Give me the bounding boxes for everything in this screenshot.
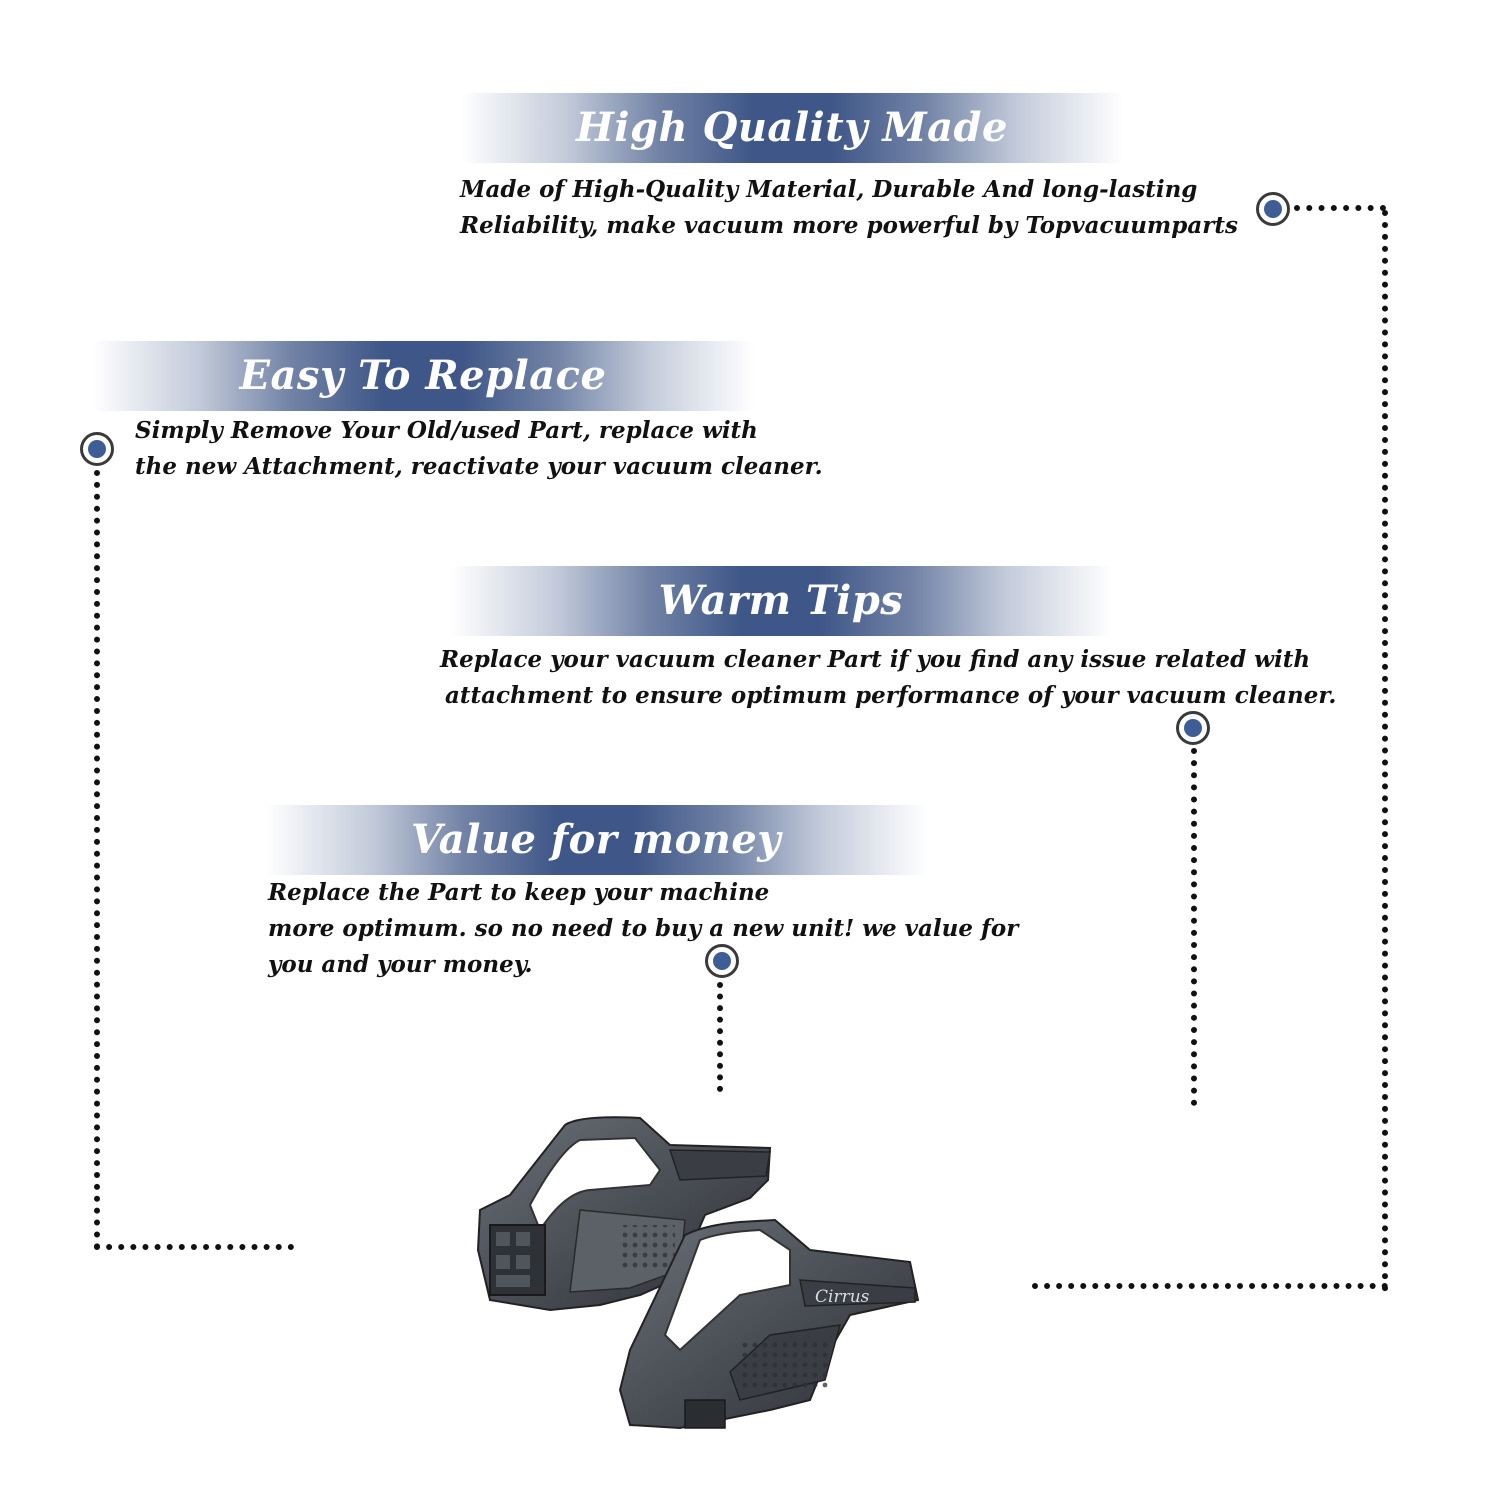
desc-line: Reliability, make vacuum more powerful b… [460, 212, 1238, 239]
product-image: Cirrus [476, 1116, 920, 1430]
connector-replace-bottom [94, 1244, 294, 1256]
desc-easy-replace: Simply Remove Your Old/used Part, replac… [135, 413, 823, 485]
banner-easy-replace: Easy To Replace [92, 341, 754, 411]
target-dot-tips [1176, 711, 1210, 745]
title-high-quality: High Quality Made [576, 104, 1008, 151]
desc-line: Replace your vacuum cleaner Part if you … [440, 646, 1311, 673]
desc-line: the new Attachment, reactivate your vacu… [135, 453, 823, 480]
desc-warm-tips: Replace your vacuum cleaner Part if you … [440, 642, 1336, 714]
desc-line: attachment to ensure optimum performance… [445, 682, 1337, 709]
target-dot-replace [80, 432, 114, 466]
desc-line: Made of High-Quality Material, Durable A… [460, 176, 1198, 203]
connector-replace-left [94, 470, 106, 1250]
target-dot-quality [1256, 192, 1290, 226]
connector-value [717, 982, 729, 1092]
banner-value-money: Value for money [265, 805, 927, 875]
housing-front: Cirrus [618, 1218, 920, 1430]
title-value-money: Value for money [410, 816, 782, 863]
title-warm-tips: Warm Tips [658, 577, 904, 624]
brand-label: Cirrus [815, 1287, 870, 1307]
desc-line: Replace the Part to keep your machine [268, 879, 770, 906]
banner-warm-tips: Warm Tips [450, 566, 1112, 636]
title-easy-replace: Easy To Replace [239, 352, 607, 399]
desc-line: more optimum. so no need to buy a new un… [268, 915, 1019, 942]
connector-quality-right [1382, 210, 1394, 1292]
connector-tips [1191, 748, 1203, 1106]
desc-high-quality: Made of High-Quality Material, Durable A… [460, 172, 1238, 244]
target-dot-value [705, 944, 739, 978]
connector-quality-bottom [1032, 1283, 1388, 1295]
desc-line: you and your money. [268, 951, 533, 978]
connector-quality-top [1294, 205, 1386, 217]
desc-line: Simply Remove Your Old/used Part, replac… [135, 417, 758, 444]
desc-value-money: Replace the Part to keep your machine mo… [268, 875, 1018, 983]
banner-high-quality: High Quality Made [460, 93, 1124, 163]
housing-back [476, 1116, 772, 1312]
